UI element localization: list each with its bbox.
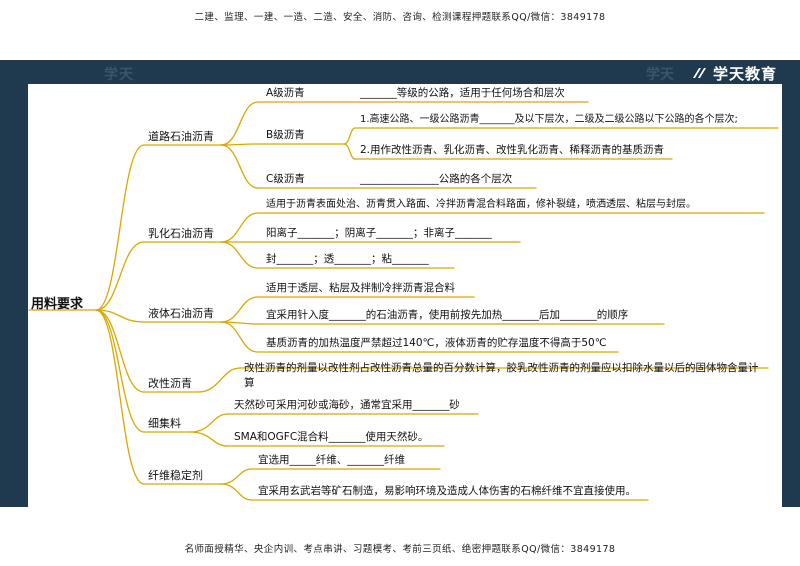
brand-logo: 学天教育 xyxy=(692,63,777,83)
top-banner: 二建、监理、一建、一造、二造、安全、消防、咨询、检测课程押题联系QQ/微信：38… xyxy=(194,12,606,23)
node-c-grade-text: _______________公路的各个层次 xyxy=(360,173,513,185)
category-fiber-stabilizer: 纤维稳定剂 xyxy=(148,469,203,482)
node-b-grade-sub-1: 1.高速公路、一级公路沥青_______及以下层次，二级及二级公路以下公路的各个… xyxy=(360,114,738,125)
node-a-grade-text: _______等级的公路，适用于任何场合和层次 xyxy=(360,87,565,99)
node-fine-aggregate-sma: SMA和OGFC混合料_______使用天然砂。 xyxy=(234,431,429,443)
category-road-asphalt: 道路石油沥青 xyxy=(148,130,214,143)
node-fine-aggregate-sand: 天然砂可采用河砂或海砂，通常宜采用_______砂 xyxy=(234,399,460,411)
node-b-grade-sub-2: 2.用作改性沥青、乳化沥青、改性乳化沥青、稀释沥青的基质沥青 xyxy=(360,144,665,156)
bottom-banner: 名师面授精华、央企内训、考点串讲、习题模考、考前三页纸、绝密押题联系QQ/微信：… xyxy=(184,544,616,555)
logo-mark-icon xyxy=(693,68,706,78)
node-fiber-selection: 宜选用_____纤维、_______纤维 xyxy=(258,454,405,466)
category-modified-asphalt: 改性沥青 xyxy=(148,377,192,390)
node-emulsified-usage: 适用于沥青表面处治、沥青贯入路面、冷拌沥青混合料路面，修补裂缝，喷洒透层、粘层与… xyxy=(266,199,696,210)
node-fiber-material: 宜采用玄武岩等矿石制造，易影响环境及造成人体伤害的石棉纤维不宜直接使用。 xyxy=(258,485,636,497)
node-modified-dosage: 改性沥青的剂量以改性剂占改性沥青总量的百分数计算，胶乳改性沥青的剂量应以扣除水量… xyxy=(244,362,759,389)
mindmap-panel xyxy=(28,84,782,507)
node-emulsified-layers: 封_______；透_______；粘_______ xyxy=(266,253,429,265)
category-fine-aggregate: 细集料 xyxy=(148,417,181,430)
watermark-ghost: 学天 xyxy=(104,67,134,83)
logo-text: 学天教育 xyxy=(713,64,778,83)
node-c-grade-label: C级沥青 xyxy=(266,173,305,185)
category-emulsified-asphalt: 乳化石油沥青 xyxy=(148,227,214,240)
watermark-ghost-right: 学天 xyxy=(646,67,674,83)
mindmap-root: 用料要求 xyxy=(31,297,84,312)
category-liquid-asphalt: 液体石油沥青 xyxy=(148,307,214,320)
node-liquid-penetration: 宜采用针入度_______的石油沥青，使用前按先加热_______后加_____… xyxy=(266,309,629,321)
node-liquid-usage: 适用于透层、粘层及拌制冷拌沥青混合料 xyxy=(266,282,455,294)
node-liquid-temperature: 基质沥青的加热温度严禁超过140℃，液体沥青的贮存温度不得高于50℃ xyxy=(266,337,607,349)
node-b-grade-label: B级沥青 xyxy=(266,129,305,141)
node-emulsified-ion-types: 阳离子_______；阴离子_______；非离子_______ xyxy=(266,227,492,239)
node-a-grade-label: A级沥青 xyxy=(266,87,305,99)
